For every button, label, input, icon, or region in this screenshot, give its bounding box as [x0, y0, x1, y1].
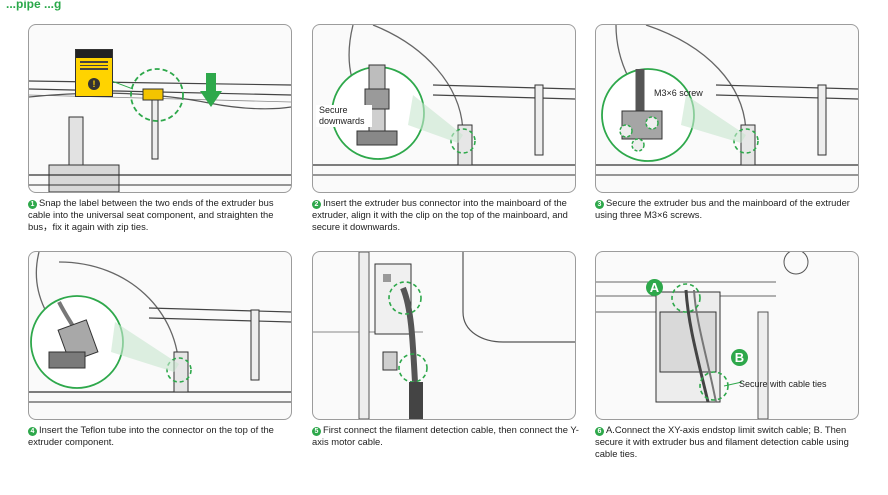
step-6-drawing: [596, 252, 809, 419]
section-title: ...pipe ...g: [6, 0, 62, 11]
notice-text-lines: [76, 58, 112, 70]
step-caption-text: A.Connect the XY-axis endstop limit swit…: [595, 424, 849, 459]
step-number-badge: 5: [312, 427, 321, 436]
step-4-drawing: [29, 252, 291, 403]
step-3-illustration: M3×6 screw: [595, 24, 859, 193]
step-number-badge: 1: [28, 200, 37, 209]
step-number-badge: 6: [595, 427, 604, 436]
notice-label: !: [75, 49, 113, 97]
secure-downwards-callout: Secure downwards: [316, 105, 372, 127]
step-2-illustration: Secure downwards: [312, 24, 576, 193]
marker-b: B: [731, 349, 748, 366]
step-number-badge: 3: [595, 200, 604, 209]
step-2-drawing: [313, 25, 575, 176]
step-4-illustration: [28, 251, 292, 420]
step-caption-text: Insert the Teflon tube into the connecto…: [28, 424, 274, 447]
step-number-badge: 4: [28, 427, 37, 436]
notice-label-heading: [76, 50, 112, 58]
step-5-illustration: [312, 251, 576, 420]
step-caption-text: Secure the extruder bus and the mainboar…: [595, 197, 850, 220]
step-1-illustration: !: [28, 24, 292, 193]
step-caption-text: First connect the filament detection cab…: [312, 424, 579, 447]
marker-a: A: [646, 279, 663, 296]
step-1-drawing: [29, 68, 291, 192]
step-6-illustration: A B Secure with cable ties: [595, 251, 859, 420]
cable-ties-callout: Secure with cable ties: [739, 379, 827, 389]
step-5-drawing: [313, 252, 575, 419]
step-caption-text: Snap the label between the two ends of t…: [28, 197, 274, 232]
screw-size-callout: M3×6 screw: [654, 88, 703, 98]
step-number-badge: 2: [312, 200, 321, 209]
step-caption-text: Insert the extruder bus connector into t…: [312, 197, 568, 232]
step-3-drawing: [596, 25, 858, 176]
exclamation-icon: !: [88, 78, 100, 90]
